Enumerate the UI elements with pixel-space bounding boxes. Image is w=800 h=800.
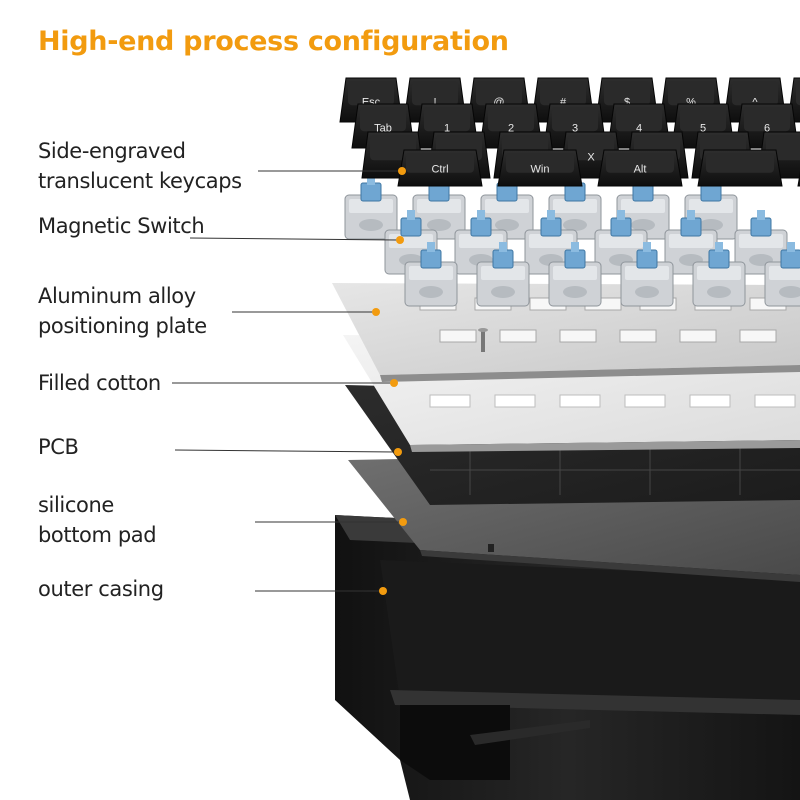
keycap-legend: @ [493,96,504,108]
keycap-legend: 1 [444,122,450,134]
callout-line-switch [189,237,399,241]
keycap [697,149,783,187]
keycaps: Esc!@#$%^Tab123456ZXCtrlWinAlt [339,77,800,187]
keycap-legend: $ [624,96,630,108]
switch-unit [692,242,746,307]
label-switch-line-1: Magnetic Switch [38,214,205,238]
label-pcb: PCB [38,432,79,462]
label-bottom-pad-line-1: silicone [38,493,114,517]
switch-unit [548,242,602,307]
keycap-legend: 4 [636,122,642,134]
label-plate: Aluminum alloy positioning plate [38,281,207,341]
keycap: Alt [597,149,683,187]
keycap-legend: Ctrl [431,163,448,175]
label-cotton: Filled cotton [38,368,161,398]
callout-dot-plate [372,308,380,316]
keycap: Win [497,149,583,187]
label-keycaps-line-2: translucent keycaps [38,169,242,193]
label-casing: outer casing [38,574,164,604]
callout-dot-casing [379,587,387,595]
label-cotton-line-1: Filled cotton [38,371,161,395]
keycap-legend: # [560,96,567,108]
keycap-legend: 5 [700,122,706,134]
keycap-legend: 6 [764,122,770,134]
outer-casing [335,515,800,800]
label-keycaps: Side-engraved translucent keycaps [38,136,242,196]
callout-dot-keycaps [398,167,406,175]
switch-unit [344,175,398,240]
keycap-legend: X [587,152,595,164]
label-pcb-line-1: PCB [38,435,79,459]
callout-dot-pad [399,518,407,526]
keycap-legend: % [686,96,696,108]
callouts [172,170,402,592]
switch-unit [476,242,530,307]
label-plate-line-1: Aluminum alloy [38,284,196,308]
label-bottom-pad: silicone bottom pad [38,490,157,550]
label-bottom-pad-line-2: bottom pad [38,523,157,547]
callout-line-pcb [174,449,397,453]
keycap: Ctrl [397,149,483,187]
switch-unit [764,242,800,307]
keycap-legend: ! [433,96,436,108]
keycap-legend: Win [531,163,550,175]
magnetic-switches [344,175,800,307]
keycap: 5 [671,103,735,149]
callout-dot-switch [396,236,404,244]
label-switch: Magnetic Switch [38,211,205,241]
keycap-legend: ^ [752,96,758,108]
label-casing-line-1: outer casing [38,577,164,601]
keycap-legend: Alt [634,163,647,175]
callout-dots [372,167,407,595]
keycap-legend: Tab [374,122,392,134]
keycap-legend: 3 [572,122,578,134]
switch-unit [620,242,674,307]
label-plate-line-2: positioning plate [38,314,207,338]
keycap-legend: 2 [508,122,514,134]
callout-dot-cotton [390,379,398,387]
label-keycaps-line-1: Side-engraved [38,139,186,163]
switch-unit [480,175,534,240]
switch-unit [404,242,458,307]
callout-dot-pcb [394,448,402,456]
page-title: High-end process configuration [38,26,509,57]
